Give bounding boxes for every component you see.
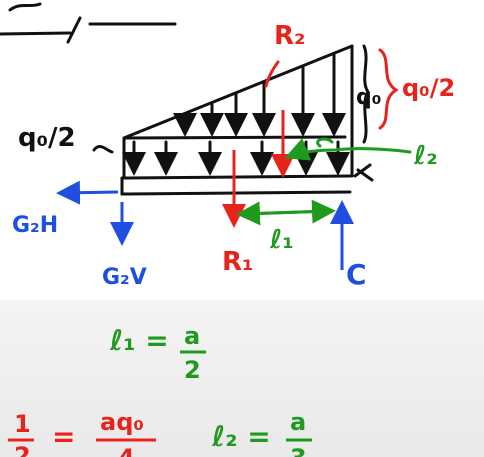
eq-l1-lhs: ℓ₁ = [109, 324, 169, 357]
eq-l1-num: a [184, 322, 200, 350]
q0-half-right-label: q₀/2 [402, 74, 455, 102]
q0-right-label: q₀ [356, 85, 381, 110]
g2v-label: G₂V [102, 265, 147, 290]
r2-label: R₂ [274, 21, 305, 51]
triangle-load-arrows [173, 53, 346, 137]
red-brace [378, 48, 399, 130]
eq-r-num-left: 1 [14, 410, 31, 438]
r1-label: R₁ [222, 247, 253, 277]
equation-l2: ℓ₂ = a 3 [211, 408, 312, 457]
uniform-load-arrows [122, 140, 350, 176]
top-cropped-sketch [0, 2, 177, 44]
g2h-label: G₂H [12, 213, 58, 238]
r2-leader [264, 60, 280, 88]
q2-label: ℓ₂ [413, 141, 438, 171]
c-label: C [346, 258, 367, 291]
l2-leader [284, 138, 412, 161]
eq-l2-den: 3 [290, 444, 307, 457]
beam [120, 174, 352, 196]
equation-l1: ℓ₁ = a 2 [109, 322, 206, 384]
l1-dimension-back [236, 201, 331, 226]
eq-l2-lhs: ℓ₂ = [211, 420, 271, 453]
l2-swirl [316, 137, 334, 148]
q0-bracket [362, 44, 370, 144]
eq-l1-den: 2 [184, 356, 201, 384]
eq-r-den-left: 2 [14, 442, 31, 457]
eq-l2-num: a [290, 408, 306, 436]
eq-r-equals: = [52, 420, 75, 453]
g2h-arrow [56, 180, 119, 205]
load-outline [92, 44, 374, 182]
bottom-shadow-band [0, 300, 484, 457]
q0-half-left-label: q₀/2 [18, 123, 76, 153]
eq-r-den-right: 4 [118, 444, 135, 457]
l1-label: ℓ₁ [269, 225, 294, 255]
equation-r: 1 2 = aq₀ 4 [8, 408, 156, 457]
eq-r-num-right: aq₀ [100, 408, 144, 436]
